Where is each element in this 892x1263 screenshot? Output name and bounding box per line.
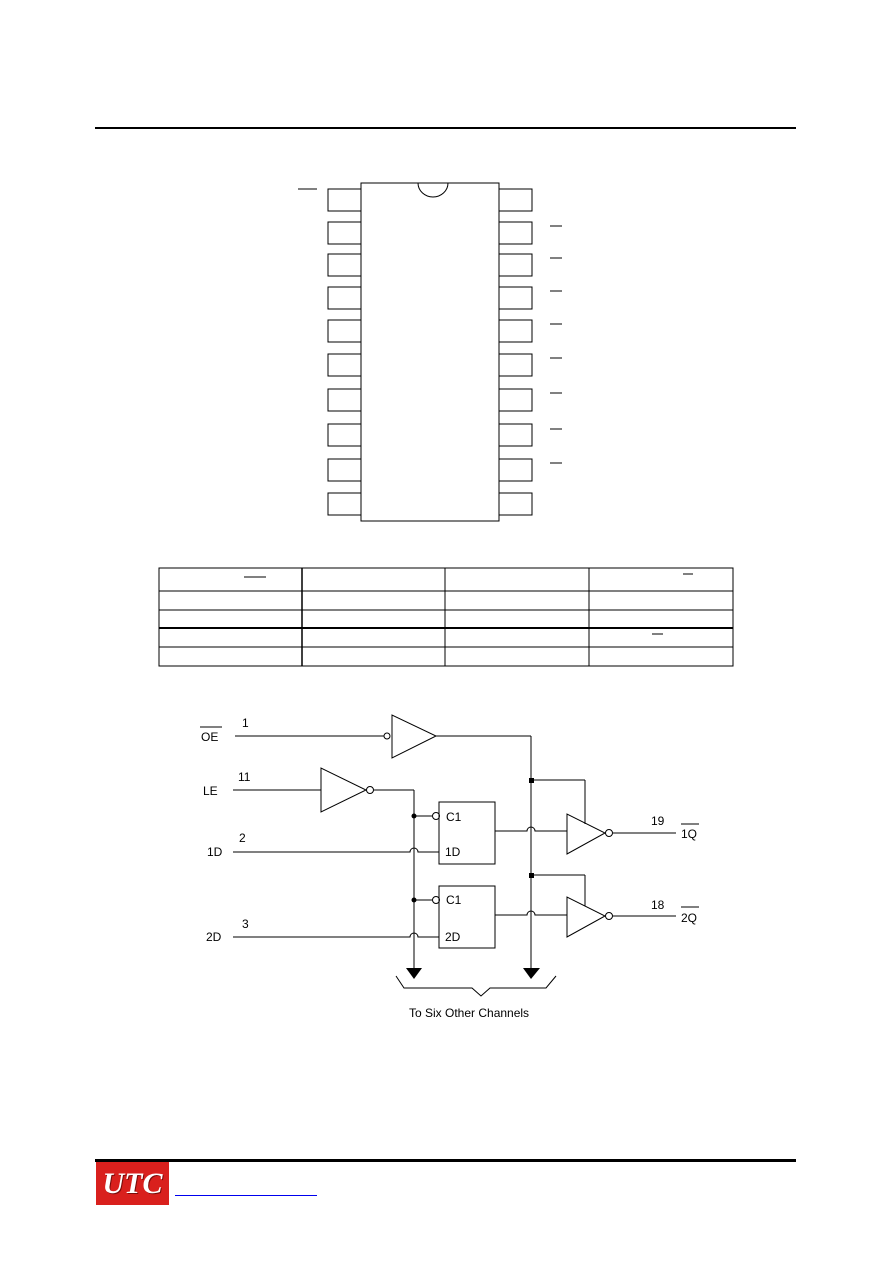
package-pin-right: [498, 188, 533, 212]
latch1-d-label: 1D: [445, 845, 461, 859]
package-pin-right: [498, 221, 533, 245]
d1-label: 1D: [207, 845, 223, 859]
latch-1: [438, 801, 496, 865]
q1-pin-number: 19: [651, 814, 665, 828]
junction-dot: [411, 813, 417, 819]
left-pins: [327, 188, 362, 516]
d2-pin-number: 3: [242, 917, 249, 931]
d2-label: 2D: [206, 930, 222, 944]
output-inverter-1: [566, 813, 607, 855]
table-frame: [158, 567, 734, 667]
junction-dot: [529, 778, 534, 783]
channels-caption: To Six Other Channels: [409, 1006, 529, 1020]
latch1-c-label: C1: [446, 810, 462, 824]
footer-rule: [95, 1159, 796, 1162]
package-pin-right: [498, 388, 533, 412]
q1-label: 1Q: [681, 827, 697, 841]
latch2-d-label: 2D: [445, 930, 461, 944]
logo-text: UTC: [102, 1166, 163, 1200]
d1-pin-number: 2: [239, 831, 246, 845]
pin-configuration: [298, 182, 562, 522]
package-pin-right: [498, 319, 533, 343]
le-inverter: [320, 767, 368, 813]
package-pin-left: [327, 492, 362, 516]
package-pin-left: [327, 388, 362, 412]
utc-logo: UTC: [96, 1162, 169, 1205]
package-pin-right: [498, 423, 533, 447]
q2-label: 2Q: [681, 911, 697, 925]
package-pin-right: [498, 458, 533, 482]
oe-inversion-bubble: [383, 732, 391, 740]
le-inversion-bubble: [366, 786, 374, 794]
channels-brace: [395, 975, 557, 997]
package-pin-right: [498, 492, 533, 516]
package-pin-left: [327, 253, 362, 277]
package-pin-left: [327, 458, 362, 482]
package-pin-right: [498, 286, 533, 310]
latch2-clock-bubble: [432, 896, 440, 904]
d2-wire: [233, 932, 439, 938]
oe-buffer: [391, 714, 438, 759]
output-inverter-2: [566, 896, 607, 938]
package-pin-left: [327, 188, 362, 212]
package-pin-left: [327, 423, 362, 447]
out2-inversion-bubble: [605, 912, 613, 920]
latch-2: [438, 885, 496, 949]
le-bus-arrow: [406, 968, 422, 979]
oe-pin-number: 1: [242, 716, 249, 730]
package-pin-left: [327, 286, 362, 310]
oe-label: OE: [201, 730, 218, 744]
header-rule: [95, 127, 796, 129]
latch2-c-label: C1: [446, 893, 462, 907]
latch1-clock-bubble: [432, 812, 440, 820]
le-label: LE: [203, 784, 218, 798]
le-pin-number: 11: [238, 770, 251, 784]
latch2-out-wire: [495, 910, 567, 916]
d1-wire: [233, 847, 439, 853]
latch1-out-wire: [495, 826, 567, 832]
package-pin-right: [498, 353, 533, 377]
package-notch: [417, 182, 449, 198]
junction-dot: [411, 897, 417, 903]
footer-web-link[interactable]: [175, 1194, 317, 1196]
function-table: [158, 567, 734, 667]
logic-diagram: 1 OE 11 LE 2 1D 3 2D C1 1D C1 2D 19 1Q 1…: [200, 714, 699, 1020]
package-pin-left: [327, 353, 362, 377]
junction-dot: [529, 873, 534, 878]
q2-pin-number: 18: [651, 898, 665, 912]
out1-inversion-bubble: [605, 829, 613, 837]
enable-bus-arrow: [523, 968, 540, 979]
package-pin-left: [327, 221, 362, 245]
ic-package-body: [360, 182, 500, 522]
right-overbars: [550, 225, 562, 464]
package-pin-right: [498, 253, 533, 277]
right-pins: [498, 188, 533, 516]
package-pin-left: [327, 319, 362, 343]
